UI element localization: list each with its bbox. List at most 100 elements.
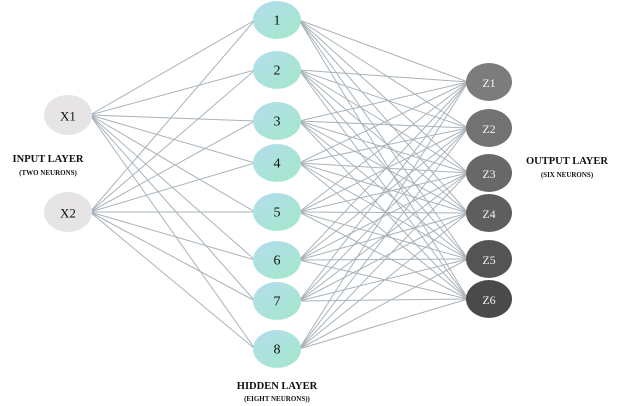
output-layer-caption: OUTPUT LAYER (SIX NEURONS) — [526, 156, 608, 179]
connection-hidden-8-output-1 — [298, 81, 469, 350]
connection-hidden-6-output-5 — [298, 258, 469, 261]
hidden-neuron-circle — [253, 144, 301, 182]
hidden-neuron-label: 6 — [274, 254, 281, 269]
input-neuron-label: X1 — [60, 109, 76, 124]
connection-input-2-hidden-8 — [89, 211, 256, 350]
connection-hidden-4-output-6 — [298, 162, 469, 300]
connection-input-2-hidden-7 — [89, 211, 256, 302]
connection-hidden-8-output-4 — [298, 212, 469, 350]
hidden-layer-title: HIDDEN LAYER — [237, 381, 318, 392]
hidden-neuron-label: 2 — [274, 64, 281, 79]
connection-hidden-8-output-3 — [298, 172, 469, 350]
connection-hidden-5-output-6 — [298, 211, 469, 300]
connection-input-1-hidden-5 — [89, 114, 256, 213]
output-neuron-label: Z6 — [482, 293, 495, 307]
output-neuron-circle — [466, 154, 512, 192]
output-neuron-label: Z2 — [482, 122, 495, 136]
output-neuron-circle — [466, 194, 512, 232]
connection-hidden-7-output-5 — [298, 258, 469, 302]
hidden-neuron-6: 6 — [253, 241, 301, 279]
connection-hidden-8-output-5 — [298, 258, 469, 350]
output-neuron-6: Z6 — [466, 280, 512, 318]
connection-hidden-5-output-3 — [298, 172, 469, 213]
connection-hidden-6-output-2 — [298, 127, 469, 261]
output-neuron-label: Z4 — [482, 207, 495, 221]
connection-input-1-hidden-1 — [89, 19, 256, 116]
connection-input-1-hidden-4 — [89, 114, 256, 164]
connection-hidden-7-output-1 — [298, 81, 469, 302]
connection-hidden-4-output-3 — [298, 162, 469, 174]
hidden-neuron-8: 8 — [253, 330, 301, 368]
connection-hidden-4-output-5 — [298, 162, 469, 260]
output-neuron-5: Z5 — [466, 240, 512, 278]
connection-hidden-4-output-2 — [298, 127, 469, 164]
input-layer-subtitle: (TWO NEURONS) — [19, 169, 77, 177]
connection-hidden-7-output-3 — [298, 172, 469, 302]
hidden-neuron-circle — [253, 330, 301, 368]
connection-hidden-7-output-6 — [298, 298, 469, 302]
connection-hidden-3-output-4 — [298, 120, 469, 214]
hidden-neuron-label: 5 — [274, 206, 281, 221]
connection-hidden-2-output-6 — [298, 69, 469, 300]
input-layer-caption: INPUT LAYER (TWO NEURONS) — [13, 154, 84, 177]
output-neuron-label: Z1 — [482, 76, 495, 90]
input-neuron-2: X2 — [44, 192, 92, 232]
connection-input-1-hidden-3 — [89, 114, 256, 122]
connection-hidden-5-output-2 — [298, 127, 469, 213]
input-neuron-label: X2 — [60, 206, 76, 221]
output-neuron-3: Z3 — [466, 154, 512, 192]
connection-input-1-hidden-2 — [89, 69, 256, 116]
connection-hidden-2-output-1 — [298, 69, 469, 83]
hidden-neuron-circle — [253, 282, 301, 320]
input-neuron-circle — [44, 95, 92, 135]
output-neuron-label: Z3 — [482, 167, 495, 181]
connection-hidden-7-output-2 — [298, 127, 469, 302]
connection-hidden-1-output-4 — [298, 19, 469, 214]
connection-hidden-3-output-6 — [298, 120, 469, 300]
hidden-neuron-circle — [253, 102, 301, 140]
connection-input-2-hidden-1 — [89, 19, 256, 213]
hidden-neuron-5: 5 — [253, 193, 301, 231]
output-neuron-4: Z4 — [466, 194, 512, 232]
output-neuron-2: Z2 — [466, 109, 512, 147]
hidden-neuron-1: 1 — [253, 1, 301, 39]
hidden-neuron-7: 7 — [253, 282, 301, 320]
hidden-neuron-2: 2 — [253, 51, 301, 89]
connection-hidden-5-output-5 — [298, 211, 469, 260]
connection-hidden-4-output-1 — [298, 81, 469, 164]
hidden-neuron-label: 8 — [274, 343, 281, 358]
hidden-neuron-circle — [253, 193, 301, 231]
connection-input-2-hidden-6 — [89, 211, 256, 261]
output-neuron-circle — [466, 240, 512, 278]
output-neuron-circle — [466, 63, 512, 101]
hidden-neuron-label: 3 — [274, 115, 281, 130]
hidden-neuron-label: 4 — [274, 157, 281, 172]
hidden-layer-subtitle: (EIGHT NEURONS)) — [244, 395, 310, 403]
hidden-neuron-circle — [253, 241, 301, 279]
connection-input-1-hidden-7 — [89, 114, 256, 302]
hidden-neuron-3: 3 — [253, 102, 301, 140]
connection-hidden-8-output-6 — [298, 298, 469, 350]
connection-input-2-hidden-2 — [89, 69, 256, 213]
output-neuron-circle — [466, 109, 512, 147]
connection-hidden-3-output-1 — [298, 81, 469, 122]
input-layer-title: INPUT LAYER — [13, 154, 84, 165]
connection-hidden-1-output-3 — [298, 19, 469, 174]
connection-hidden-1-output-2 — [298, 19, 469, 129]
connection-hidden-2-output-3 — [298, 69, 469, 174]
connection-hidden-1-output-5 — [298, 19, 469, 260]
connection-hidden-6-output-1 — [298, 81, 469, 261]
output-neuron-circle — [466, 280, 512, 318]
connection-hidden-4-output-4 — [298, 162, 469, 214]
connection-hidden-2-output-4 — [298, 69, 469, 214]
hidden-neuron-label: 1 — [274, 14, 281, 29]
output-neuron-label: Z5 — [482, 253, 495, 267]
input-neuron-circle — [44, 192, 92, 232]
connection-hidden-7-output-4 — [298, 212, 469, 302]
connection-hidden-1-output-6 — [298, 19, 469, 300]
connection-input-2-hidden-3 — [89, 120, 256, 213]
connection-hidden-1-output-1 — [298, 19, 469, 83]
output-neuron-1: Z1 — [466, 63, 512, 101]
